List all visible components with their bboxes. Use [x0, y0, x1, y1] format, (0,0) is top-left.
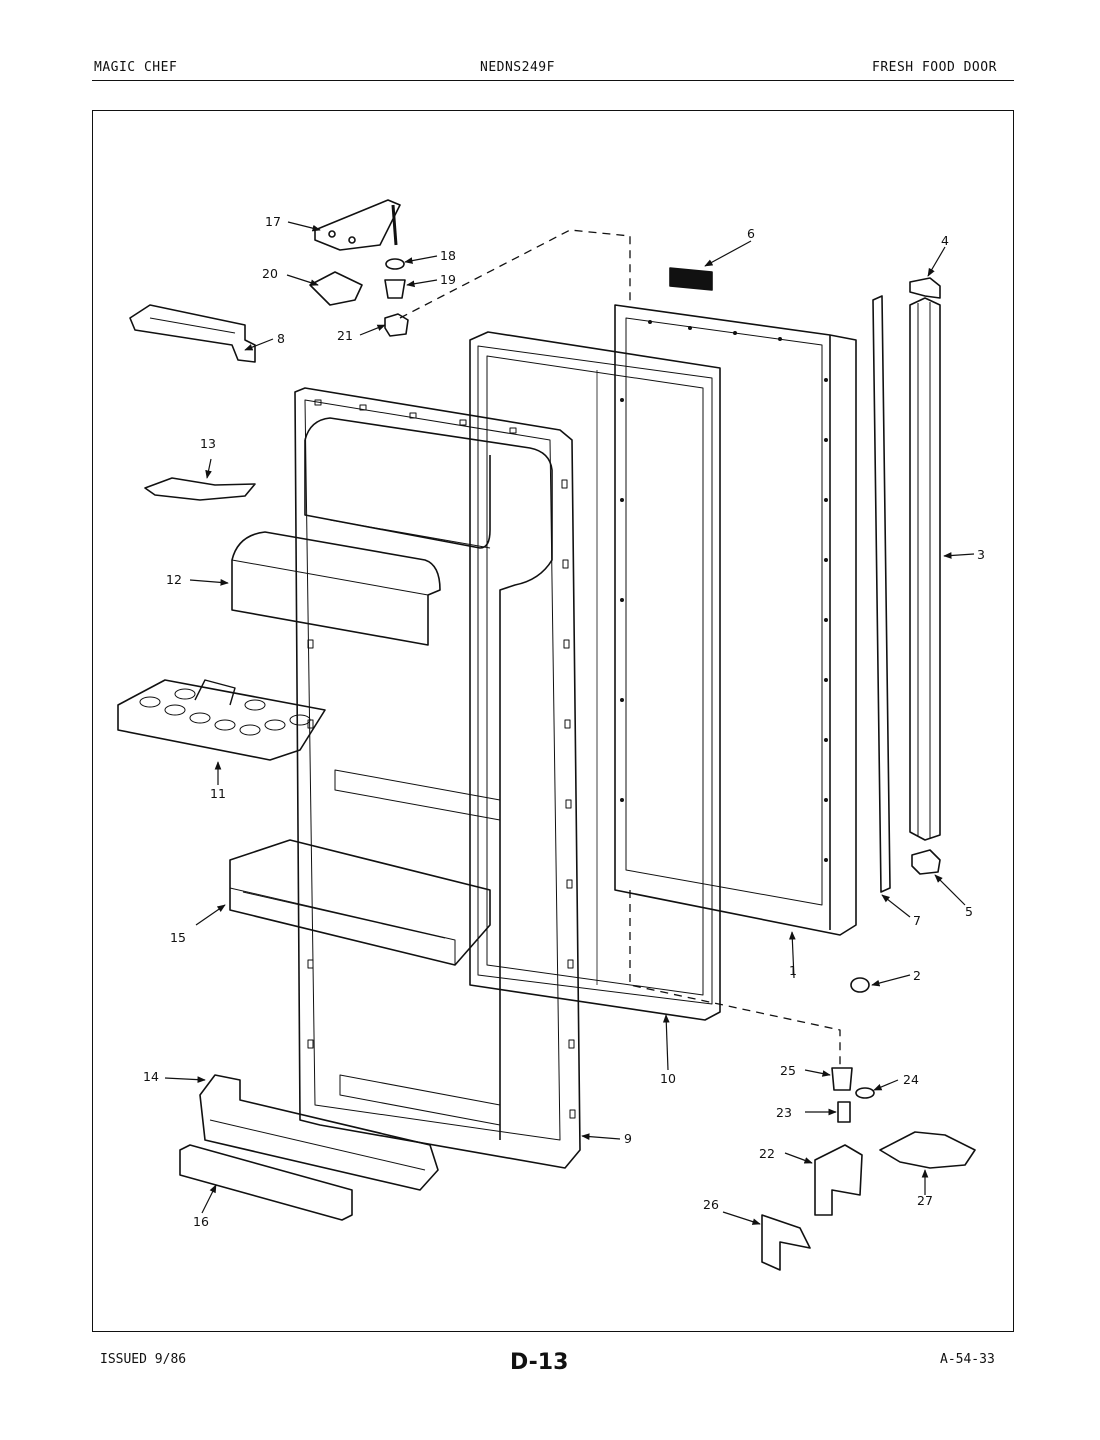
callout-14: 14 [143, 1069, 159, 1084]
lower-door-bin [199, 1074, 439, 1191]
callout-24: 24 [903, 1072, 919, 1087]
issued-date: ISSUED 9/86 [100, 1352, 187, 1367]
callout-18: 18 [440, 248, 456, 263]
bin-trim-strip [179, 1144, 353, 1221]
outer-door-panel [614, 304, 857, 936]
callout-19: 19 [440, 272, 456, 287]
callout-4: 4 [941, 233, 949, 248]
door-seal-strip [872, 295, 891, 893]
diagram-frame [92, 110, 1014, 1332]
callout-2: 2 [913, 968, 921, 983]
inner-door-liner [294, 387, 581, 1169]
callout-7: 7 [913, 913, 921, 928]
hinge-plate [879, 1131, 976, 1169]
brand-name: MAGIC CHEF [94, 60, 178, 75]
bottom-strip-cap [911, 849, 941, 875]
callout-20: 20 [262, 266, 278, 281]
callout-5: 5 [965, 904, 973, 919]
header-rule [92, 80, 1014, 81]
hinge-shim [309, 271, 363, 306]
reference-code: A-54-33 [940, 1352, 995, 1367]
door-gasket [469, 331, 721, 1021]
callout-8: 8 [277, 331, 285, 346]
door-closer-arm [129, 304, 256, 363]
page-code: D-13 [510, 1350, 569, 1375]
callout-6: 6 [747, 226, 755, 241]
hinge-cover [761, 1214, 811, 1271]
callout-labels: 17 18 19 20 21 8 13 12 11 15 14 16 9 10 … [143, 214, 985, 1229]
section-title: FRESH FOOD DOOR [872, 60, 997, 75]
callout-1: 1 [789, 963, 797, 978]
hinge-pin-bushing [384, 279, 406, 299]
lower-hinge-bracket [814, 1144, 863, 1216]
callout-27: 27 [917, 1193, 933, 1208]
callout-10: 10 [660, 1071, 676, 1086]
assembly-guide-lines [399, 229, 841, 1068]
callout-11: 11 [210, 786, 226, 801]
magnetic-strip [909, 297, 941, 841]
callout-9: 9 [624, 1131, 632, 1146]
egg-tray [117, 679, 326, 761]
dairy-compartment-door [231, 531, 441, 646]
upper-hinge [314, 199, 401, 251]
hinge-washer [385, 258, 405, 270]
callout-13: 13 [200, 436, 216, 451]
callout-12: 12 [166, 572, 182, 587]
lower-hinge-pin [837, 1101, 851, 1123]
model-number: NEDNS249F [480, 60, 555, 75]
callout-16: 16 [193, 1214, 209, 1229]
label-plate [669, 267, 713, 291]
plug-button [850, 977, 870, 993]
callout-23: 23 [776, 1105, 792, 1120]
door-shelf-bin [229, 839, 491, 966]
callout-26: 26 [703, 1197, 719, 1212]
lower-washer [855, 1087, 875, 1099]
callout-22: 22 [759, 1146, 775, 1161]
callout-21: 21 [337, 328, 353, 343]
callout-3: 3 [977, 547, 985, 562]
door-stop-block [384, 313, 409, 337]
callout-25: 25 [780, 1063, 796, 1078]
leader-arrows [164, 221, 975, 1225]
callout-17: 17 [265, 214, 281, 229]
shelf-retainer-clip [144, 477, 256, 501]
callout-15: 15 [170, 930, 186, 945]
top-strip-cap [909, 277, 941, 299]
lower-hinge-bushing [831, 1067, 853, 1091]
